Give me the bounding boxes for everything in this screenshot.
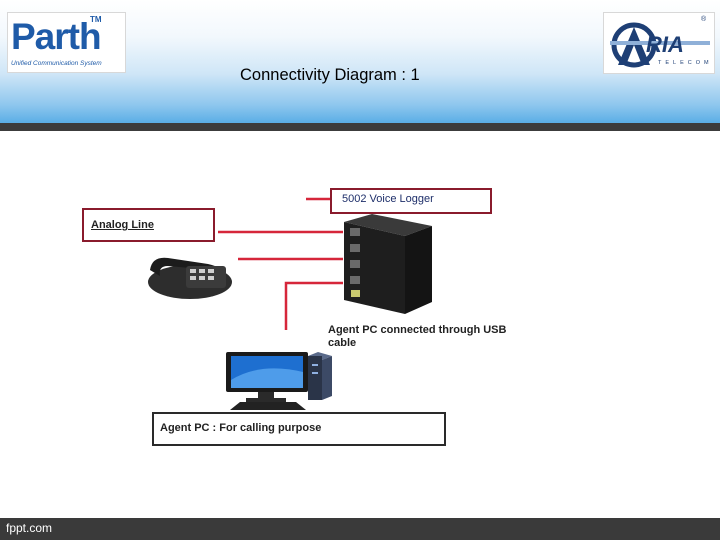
aria-logo-registered: ® xyxy=(701,16,707,23)
parth-logo-tm: TM xyxy=(90,15,102,24)
analog-line-label-box xyxy=(82,208,215,242)
slide-title: Connectivity Diagram : 1 xyxy=(240,66,420,84)
agent-pc-label: Agent PC : For calling purpose xyxy=(160,422,322,434)
parth-logo-subtitle: Unified Communication System xyxy=(11,60,102,67)
computer-icon xyxy=(226,352,332,410)
aria-logo-emblem xyxy=(610,22,710,68)
aria-logo-word: RIA xyxy=(646,32,684,57)
voice-logger-device xyxy=(344,214,432,314)
parth-logo: Parth TM Unified Communication System xyxy=(7,12,126,73)
aria-logo-subtitle: TELECOM xyxy=(658,60,713,66)
usb-label-line1: Agent PC connected through USB xyxy=(328,324,507,336)
voice-logger-label-box xyxy=(330,188,492,214)
footer-text: fppt.com xyxy=(6,521,53,535)
telephone-icon xyxy=(148,257,232,299)
header-divider xyxy=(0,123,720,131)
voice-logger-label: 5002 Voice Logger xyxy=(342,193,434,205)
usb-connector xyxy=(284,281,343,330)
parth-logo-word: Parth xyxy=(11,16,102,57)
slide-footer: fppt.com xyxy=(0,518,720,540)
connector-lines xyxy=(218,197,343,330)
usb-label-line2: cable xyxy=(328,337,357,349)
analog-line-label: Analog Line xyxy=(91,219,154,231)
aria-logo: RIA TELECOM ® xyxy=(603,12,715,74)
agent-pc-label-box xyxy=(152,412,446,446)
